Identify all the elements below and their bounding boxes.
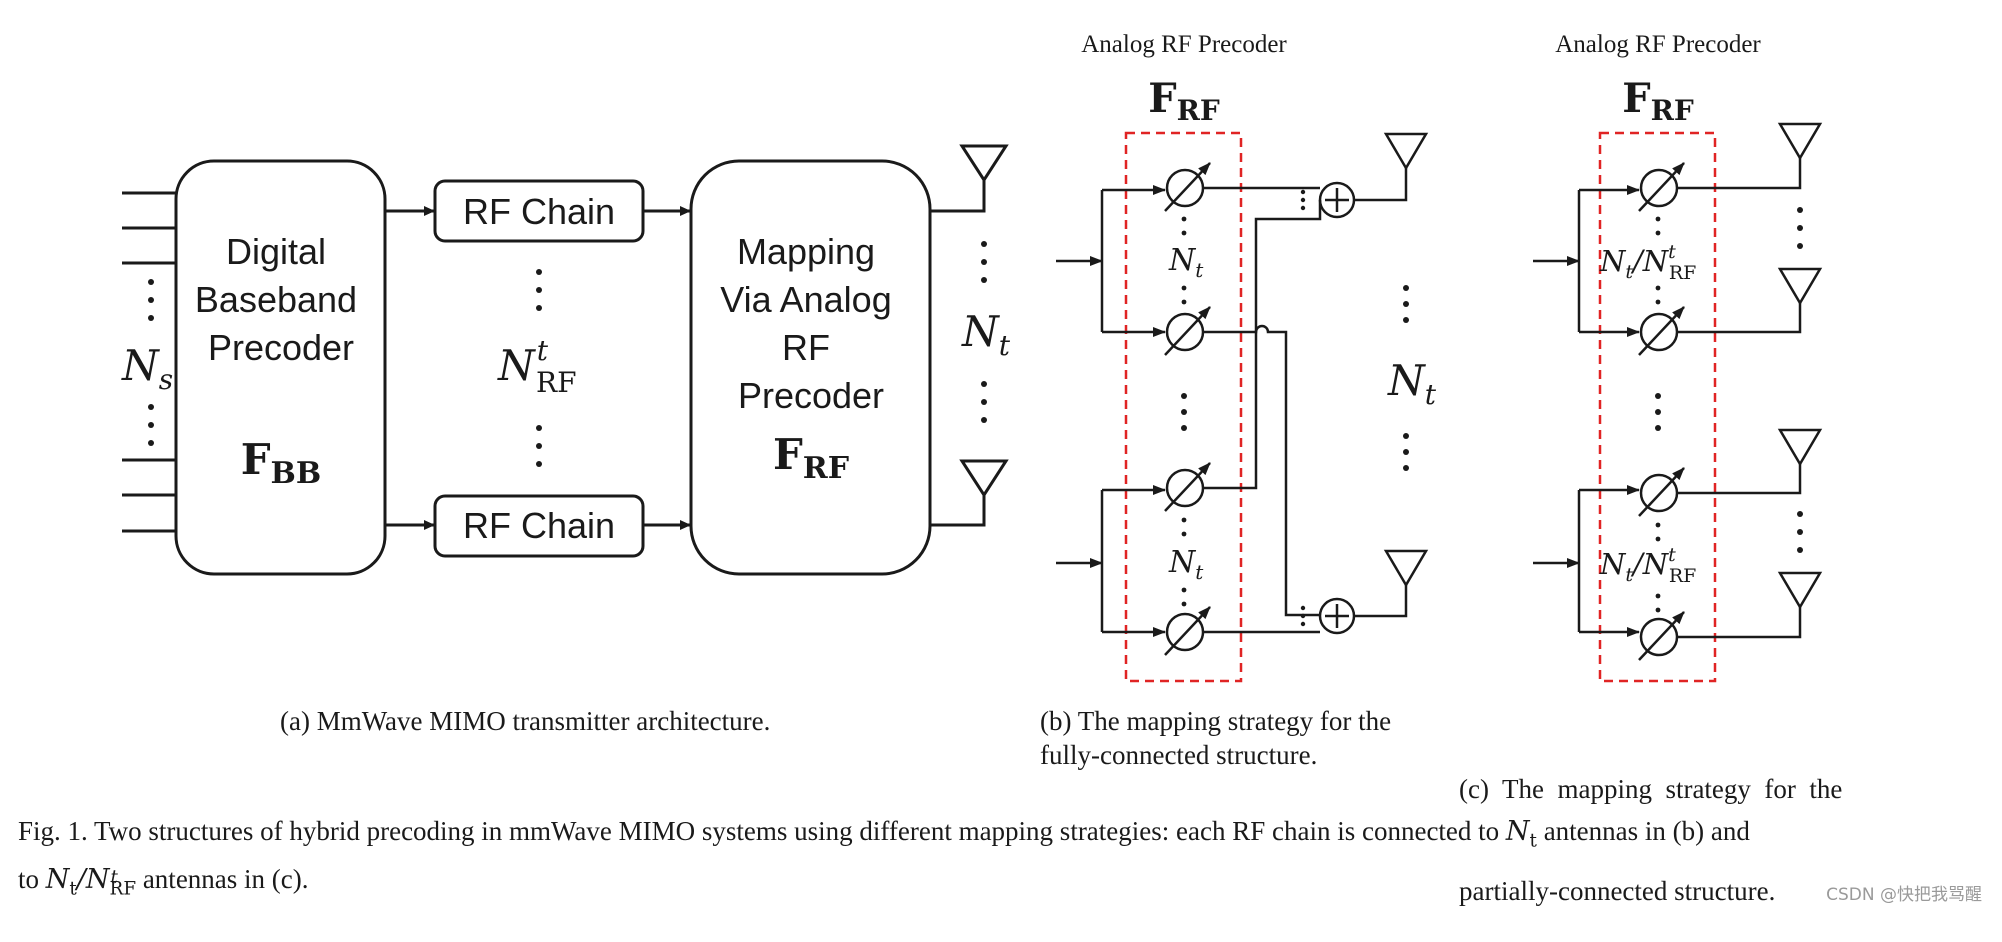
caption-c-line1: (c) The mapping strategy for the xyxy=(1459,774,1843,804)
ellipsis-dots-b xyxy=(1181,189,1409,627)
fully-connected-group-label-2: Nt xyxy=(1168,545,1204,584)
figure-canvas: Ns Digital Baseband Precoder FBB RF Chai… xyxy=(121,31,1823,683)
caption-a: (a) MmWave MIMO transmitter architecture… xyxy=(280,706,771,736)
partially-connected-matrix-symbol: FRF xyxy=(1622,75,1694,127)
caption-b: (b) The mapping strategy for the fully-c… xyxy=(1040,704,1460,772)
ellipsis-dots-c xyxy=(1655,207,1803,613)
rf-chain-bottom-label: RF Chain xyxy=(463,505,615,546)
antenna-icon xyxy=(1777,571,1823,610)
figure-caption: Fig. 1. Two structures of hybrid precodi… xyxy=(18,812,1993,909)
fully-connected-title: Analog RF Precoder xyxy=(1081,31,1287,58)
caption-b-line1: (b) The mapping strategy for the xyxy=(1040,706,1392,736)
combiner-icon xyxy=(1318,181,1356,219)
antenna-icon xyxy=(1777,267,1823,306)
diagram-a xyxy=(122,144,1009,576)
rf-precoder-dashed-box xyxy=(1598,131,1717,683)
fully-connected-group-label-1: Nt xyxy=(1168,243,1204,282)
caption-c-line2: partially-connected structure. xyxy=(1459,876,1776,906)
antenna-icon xyxy=(1383,549,1429,588)
input-streams-label: Ns xyxy=(121,341,173,396)
antenna-count-label: Nt xyxy=(961,307,1011,362)
rf-precoder-dashed-box xyxy=(1124,131,1243,683)
combiner-icon xyxy=(1318,597,1356,635)
analog-matrix-symbol: FRF xyxy=(773,430,849,486)
antenna-icon xyxy=(959,144,1009,183)
baseband-precoder-block xyxy=(174,159,387,576)
diagram-b xyxy=(1056,131,1429,683)
rf-chain-top-label: RF Chain xyxy=(463,191,615,232)
antenna-icon xyxy=(1777,428,1823,467)
caption-b-line2: fully-connected structure. xyxy=(1040,740,1318,770)
watermark: CSDN @快把我骂醒 xyxy=(1826,885,1982,905)
antenna-icon xyxy=(959,459,1009,498)
antenna-icon xyxy=(1383,132,1429,171)
baseband-matrix-symbol: FBB xyxy=(241,435,322,491)
diagram-c xyxy=(1533,122,1823,683)
ellipsis-dots-a xyxy=(148,241,987,467)
input-streams xyxy=(122,191,176,533)
fully-connected-matrix-symbol: FRF xyxy=(1148,75,1220,127)
partially-connected-title: Analog RF Precoder xyxy=(1555,31,1761,58)
analog-mapping-label: Mapping Via Analog RF Precoder xyxy=(720,231,902,416)
baseband-precoder-label: Digital Baseband Precoder xyxy=(195,231,367,368)
fully-connected-antenna-label: Nt xyxy=(1387,356,1437,411)
analog-mapping-block xyxy=(689,159,932,576)
figure-caption-line1: Fig. 1. Two structures of hybrid precodi… xyxy=(18,816,1750,852)
caption-c: (c) The mapping strategy for the partial… xyxy=(1459,704,1899,942)
antenna-icon xyxy=(1777,122,1823,161)
